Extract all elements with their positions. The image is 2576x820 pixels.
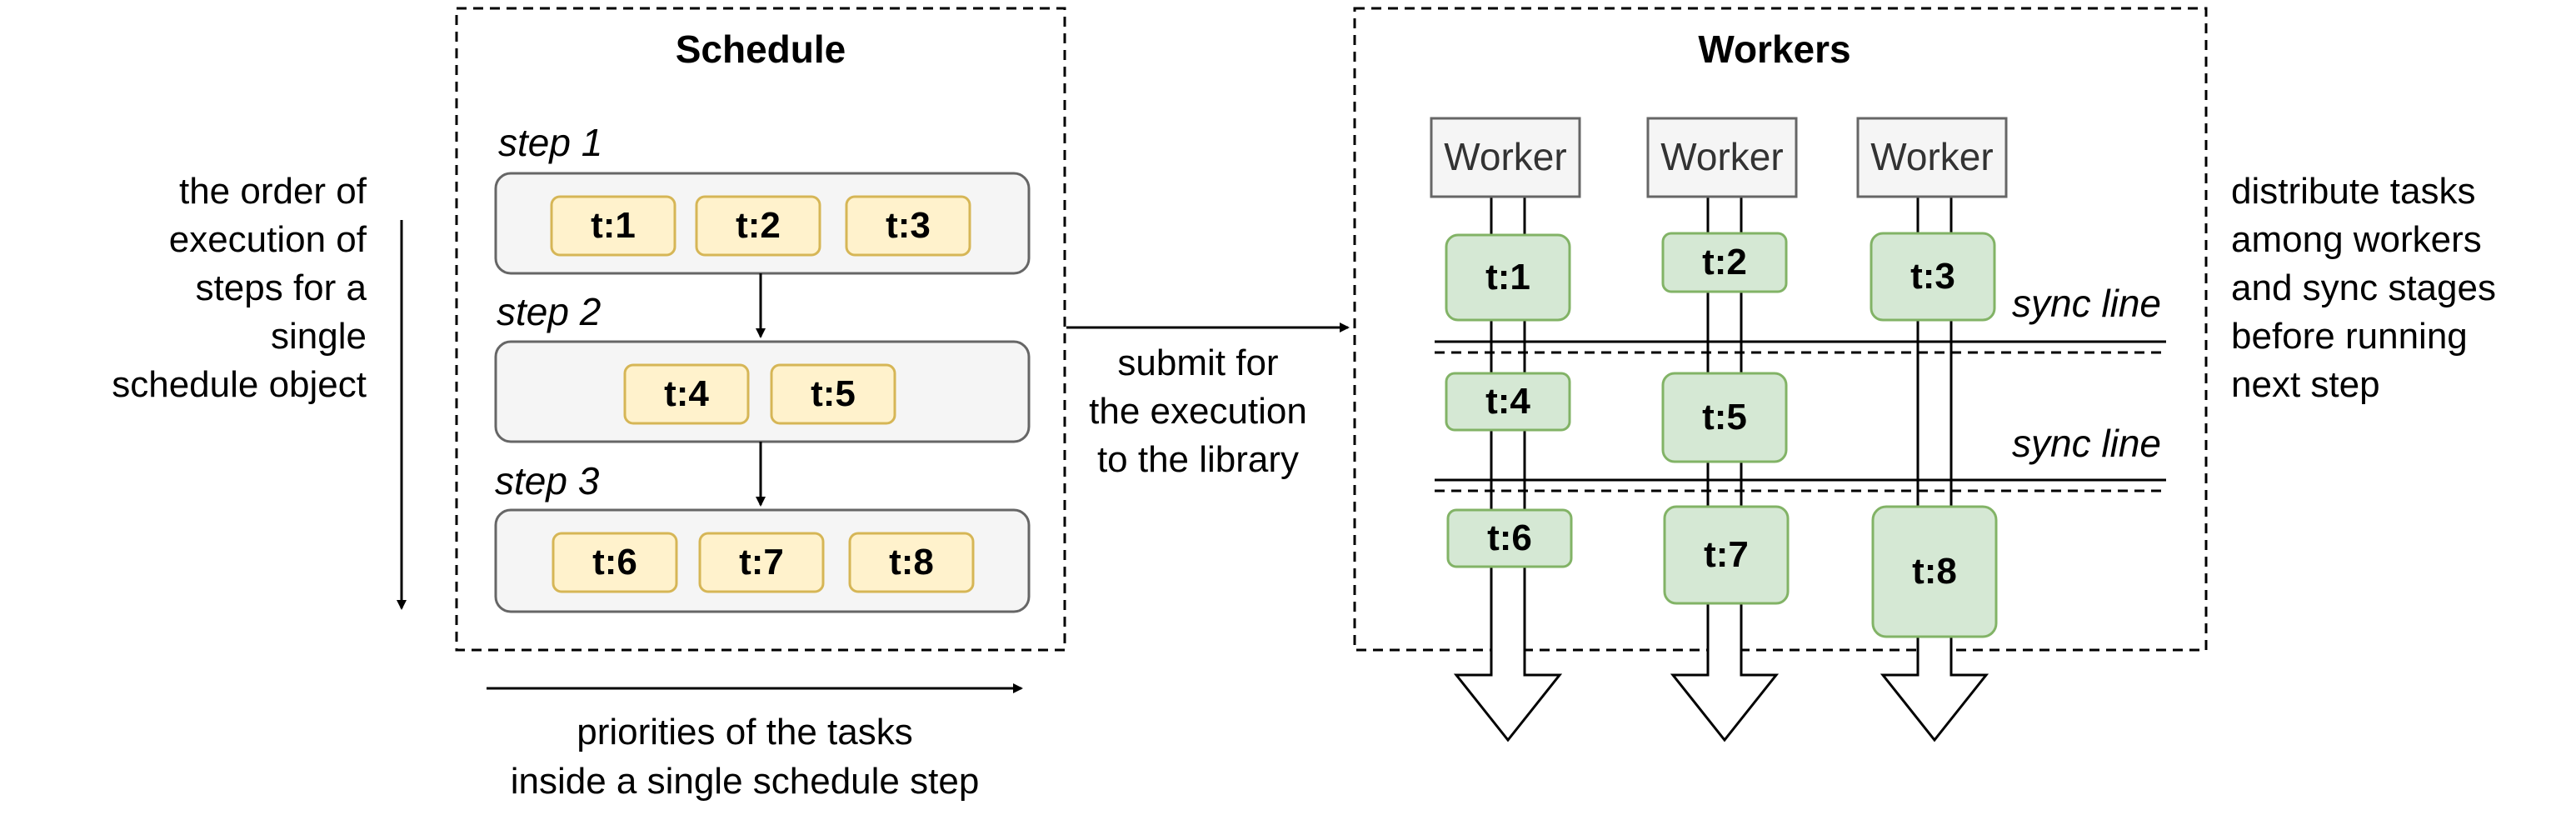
worker-2-box — [1646, 117, 1798, 198]
worker-column-2: Worker t:2 t:5 t:7 — [1646, 117, 1798, 742]
task-label: t:1 — [591, 205, 636, 246]
step-2-task-2: t:5 — [770, 363, 896, 425]
submit-note-line-2: the execution — [1089, 391, 1307, 432]
worker-task-label: t:1 — [1485, 257, 1530, 298]
step-1-task-2: t:2 — [695, 195, 821, 257]
step-3-task-3: t:8 — [848, 532, 975, 593]
task-label: t:3 — [886, 205, 931, 246]
step-2-label: step 2 — [497, 290, 601, 333]
bottom-note-line-1: priorities of the tasks — [577, 712, 913, 752]
step-2-box — [494, 340, 1031, 443]
worker-3-box — [1856, 117, 2008, 198]
worker-1-box — [1430, 117, 1581, 198]
workers-container — [1353, 7, 2208, 652]
sync-line-1: sync line — [1435, 282, 2166, 354]
schedule-container — [455, 7, 1066, 652]
worker-2-label: Worker — [1660, 135, 1783, 178]
worker-1-label: Worker — [1444, 135, 1566, 178]
right-note-line-1: distribute tasks — [2231, 171, 2475, 212]
task-label: t:6 — [592, 542, 637, 582]
step-3-task-2: t:7 — [698, 532, 825, 593]
task-label: t:8 — [889, 542, 934, 582]
submit-note-line-3: to the library — [1097, 439, 1299, 480]
task-label: t:2 — [736, 205, 781, 246]
right-note-line-5: next step — [2231, 364, 2380, 405]
worker-task-label: t:6 — [1487, 518, 1532, 558]
worker-task-label: t:7 — [1704, 534, 1749, 575]
right-note-line-3: and sync stages — [2231, 268, 2496, 308]
sync-line-label: sync line — [2012, 282, 2161, 325]
sync-line-label: sync line — [2012, 422, 2161, 465]
bottom-note-line-2: inside a single schedule step — [511, 761, 980, 802]
schedule-title: Schedule — [676, 28, 846, 71]
worker-task-label: t:5 — [1702, 397, 1747, 438]
step-3-label: step 3 — [495, 459, 600, 502]
left-note-line-3: steps for a — [196, 268, 367, 308]
worker-column-3: Worker t:3 t:8 — [1856, 117, 2008, 742]
left-note-line-5: schedule object — [112, 364, 367, 405]
step-3-task-1: t:6 — [552, 532, 678, 593]
task-label: t:7 — [739, 542, 784, 582]
step-2-task-1: t:4 — [623, 363, 750, 425]
submit-note-line-1: submit for — [1117, 342, 1278, 383]
worker-task-label: t:3 — [1910, 256, 1955, 297]
worker-task-label: t:8 — [1912, 551, 1957, 592]
task-label: t:4 — [664, 373, 709, 414]
step-1-label: step 1 — [498, 121, 602, 164]
left-note-line-1: the order of — [179, 171, 367, 212]
left-note-line-2: execution of — [169, 219, 367, 260]
worker-task-label: t:4 — [1485, 381, 1530, 422]
worker-3-label: Worker — [1870, 135, 1993, 178]
workers-title: Workers — [1698, 28, 1850, 71]
left-note-line-4: single — [271, 316, 367, 357]
right-note-line-2: among workers — [2231, 219, 2482, 260]
step-1-task-1: t:1 — [550, 195, 676, 257]
worker-task-label: t:2 — [1702, 242, 1747, 282]
right-note-line-4: before running — [2231, 316, 2468, 357]
step-1-task-3: t:3 — [845, 195, 971, 257]
sync-line-2: sync line — [1435, 422, 2166, 492]
worker-column-1: Worker t:1 t:4 t:6 — [1430, 117, 1581, 742]
task-label: t:5 — [811, 373, 856, 414]
